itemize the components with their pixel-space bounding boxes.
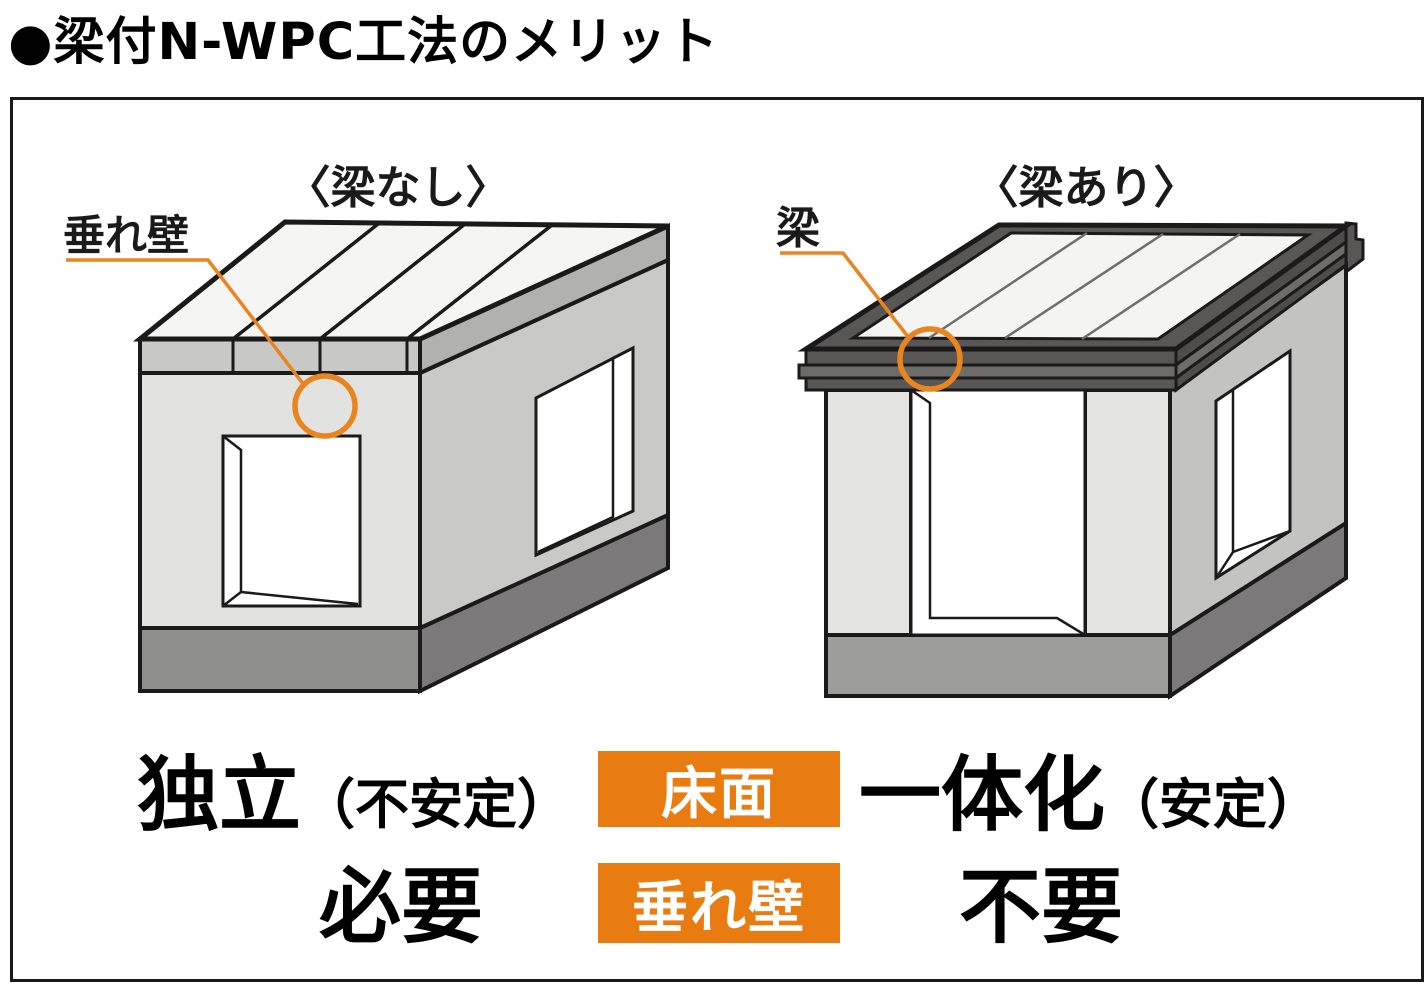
row-floor-left-note: （不安定） <box>301 772 571 836</box>
tag-hanging-wall: 垂れ壁 <box>598 863 840 943</box>
row-wall-left: 必要 <box>176 857 626 957</box>
right-leader-line <box>780 251 911 340</box>
right-door-opening <box>909 388 1087 637</box>
row-floor-right-note: （安定） <box>1105 772 1322 836</box>
page-title: ●梁付N-WPC工法のメリット <box>8 13 720 72</box>
tag-floor: 床面 <box>598 751 840 827</box>
row-floor-right-main: 一体化 <box>859 747 1106 843</box>
right-caption: 〈梁あり〉 <box>973 161 1198 214</box>
left-caption: 〈梁なし〉 <box>285 161 510 214</box>
right-side-window <box>1214 348 1292 581</box>
tag-floor-label: 床面 <box>661 761 777 827</box>
row-floor-left-main: 独立 <box>136 747 301 843</box>
highlight-circle-right <box>897 326 963 392</box>
left-door-opening <box>221 434 362 608</box>
right-roof-planks <box>928 231 1241 341</box>
row-wall-left-main: 必要 <box>318 859 483 955</box>
left-leader-line <box>66 258 306 387</box>
highlight-circle-left <box>292 373 358 439</box>
right-wall-column-left <box>824 388 913 637</box>
right-callout: 梁 <box>776 203 963 392</box>
left-callout-label: 垂れ壁 <box>63 211 189 260</box>
beam-front-band-2 <box>797 363 1178 380</box>
left-roof-planks <box>231 222 554 341</box>
right-base-front <box>824 633 1172 698</box>
diagram-panel: 垂れ壁 〈梁なし〉 <box>10 97 1424 982</box>
left-callout: 垂れ壁 <box>63 211 358 439</box>
row-floor-left: 独立（不安定） <box>129 745 579 845</box>
left-side-window <box>534 345 635 558</box>
left-base-front <box>138 626 422 693</box>
row-floor-right: 一体化（安定） <box>859 745 1321 845</box>
isometric-diagram: 垂れ壁 〈梁なし〉 <box>63 161 1365 700</box>
beam-end-steps <box>1344 221 1365 276</box>
right-wall-column-right <box>1083 388 1172 637</box>
row-wall-right-main: 不要 <box>958 859 1123 955</box>
room-with-beam <box>797 221 1365 700</box>
room-without-beam <box>132 219 670 695</box>
row-wall-right: 不要 <box>816 857 1266 957</box>
right-callout-label: 梁 <box>776 203 820 254</box>
tag-hanging-wall-label: 垂れ壁 <box>632 875 806 941</box>
beam-front-band-3 <box>804 376 1178 392</box>
